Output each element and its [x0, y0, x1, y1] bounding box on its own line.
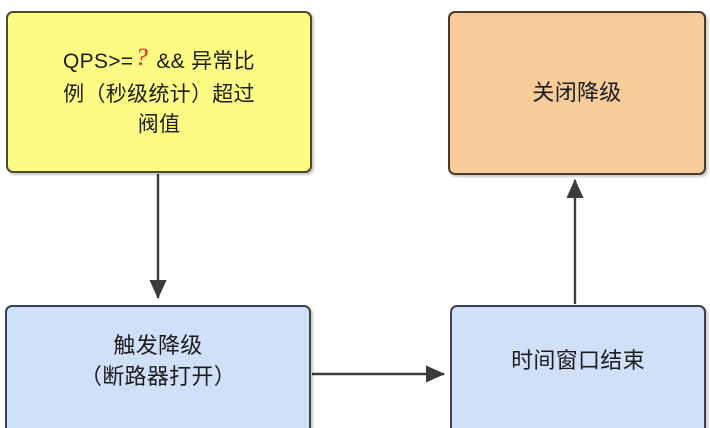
- node-window-end-label: 时间窗口结束: [511, 347, 645, 373]
- node-close-degrade[interactable]: 关闭降级: [448, 11, 706, 175]
- node-close-degrade-label: 关闭降级: [532, 79, 622, 105]
- condition-text-suffix: && 异常比 例（秒级统计）超过 阀值: [63, 50, 255, 137]
- node-window-end[interactable]: 时间窗口结束: [450, 305, 706, 428]
- node-trigger-degrade-label: 触发降级 （断路器打开）: [79, 332, 237, 389]
- node-trigger-degrade[interactable]: 触发降级 （断路器打开）: [5, 305, 311, 428]
- node-condition-qps-threshold[interactable]: QPS>=? && 异常比 例（秒级统计）超过 阀值: [6, 11, 312, 173]
- red-question-mark-annotation: ?: [135, 44, 149, 72]
- node-condition-label: QPS>=? && 异常比 例（秒级统计）超过 阀值: [22, 43, 296, 140]
- condition-text-prefix: QPS>=: [63, 50, 134, 74]
